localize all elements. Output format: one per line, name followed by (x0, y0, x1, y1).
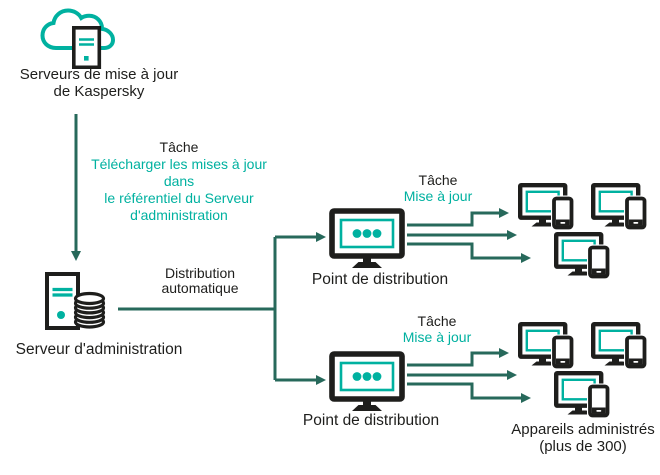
download-task-line1: Télécharger les mises à jour (91, 156, 267, 172)
auto-distribution-label: Distribution automatique (161, 266, 238, 296)
server-database-icon (45, 272, 106, 330)
managed-devices-label-line1: Appareils administrés (511, 421, 655, 438)
managed-devices-label: Appareils administrés (plus de 300) (511, 421, 654, 455)
monitor-phone-icon (554, 371, 610, 421)
monitor-dots-icon (329, 208, 405, 268)
dp-top-task-name: Mise à jour (403, 188, 473, 204)
update-servers-label-line2: de Kaspersky (53, 83, 145, 100)
dp-top-task-title: Tâche (418, 172, 458, 188)
dp-bottom-task-name: Mise à jour (402, 329, 472, 345)
managed-devices-label-line2: (plus de 300) (539, 438, 627, 455)
monitor-phone-icon (518, 183, 574, 233)
download-task-line2: dans (163, 173, 195, 189)
download-task-line4: d'administration (130, 207, 228, 223)
monitor-dots-icon (329, 351, 405, 411)
arrow-dp-top-device-1 (407, 208, 509, 227)
dp-top-label: Point de distribution (311, 271, 449, 288)
update-servers-label: Serveurs de mise à jour de Kaspersky (20, 66, 178, 100)
arrow-dp-bottom-device-1 (407, 348, 509, 367)
arrow-dp-bottom-device-3 (407, 382, 531, 403)
monitor-phone-icon (554, 232, 610, 282)
download-task-title: Tâche (159, 139, 199, 155)
cloud-server-icon (40, 8, 116, 69)
auto-distribution-line1: Distribution (164, 265, 236, 281)
download-task-label: Tâche Télécharger les mises à jour dans … (91, 139, 267, 224)
arrow-dp-top-device-3 (407, 242, 531, 263)
dp-bottom-label: Point de distribution (302, 412, 440, 429)
update-servers-label-line1: Serveurs de mise à jour (19, 66, 179, 83)
download-task-line3: le référentiel du Serveur (104, 190, 254, 206)
auto-distribution-line2: automatique (161, 280, 239, 296)
dp-bottom-task-title: Tâche (417, 313, 457, 329)
monitor-phone-icon (518, 322, 574, 372)
monitor-phone-icon (591, 322, 647, 372)
monitor-phone-icon (591, 183, 647, 233)
admin-server-label: Serveur d'administration (15, 341, 183, 358)
